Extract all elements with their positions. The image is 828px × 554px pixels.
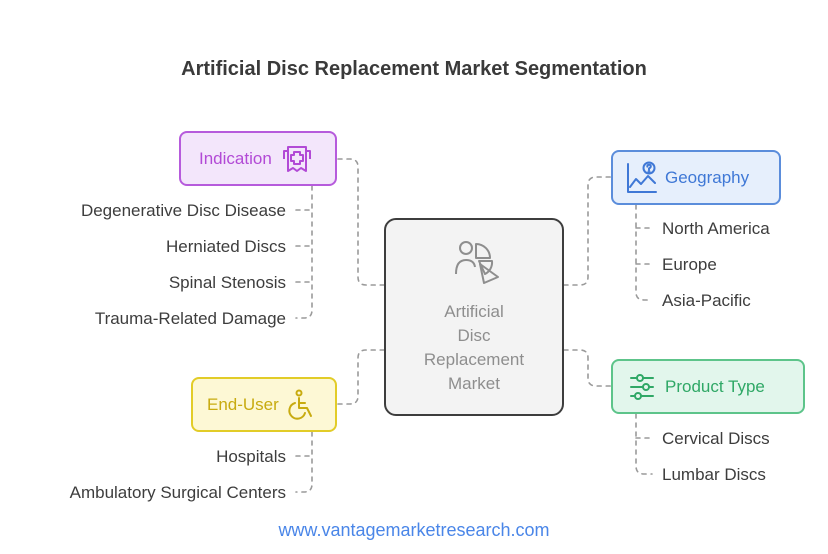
connector-enduser	[337, 349, 385, 405]
category-geography: Geography	[611, 150, 781, 205]
center-label: Artificial Disc Replacement Market	[423, 302, 525, 393]
product-type-item-2: Lumbar Discs	[662, 465, 766, 484]
category-end-user-label: End-User	[207, 394, 279, 414]
sliders-icon	[630, 373, 654, 400]
chart-question-icon	[627, 161, 657, 193]
geography-item-2: Europe	[662, 255, 717, 274]
footer-website: www.vantagemarketresearch.com	[278, 520, 550, 540]
geography-item-1: North America	[662, 219, 770, 238]
bracket-indication	[295, 185, 313, 319]
pie-chart-people-icon	[455, 241, 499, 284]
connector-product	[563, 349, 612, 387]
indication-item-1: Degenerative Disc Disease	[80, 201, 286, 220]
bracket-product	[635, 413, 653, 475]
bracket-enduser	[295, 431, 313, 493]
medical-document-icon	[282, 145, 311, 172]
connector-geography	[563, 176, 612, 286]
product-type-item-1: Cervical Discs	[662, 429, 770, 448]
bracket-geography	[635, 204, 653, 301]
category-indication-label: Indication	[199, 148, 272, 168]
connector-indication	[337, 158, 385, 286]
diagram-title: Artificial Disc Replacement Market Segme…	[181, 58, 647, 80]
category-product-type: Product Type	[611, 359, 805, 414]
geography-item-3: Asia-Pacific	[662, 291, 751, 310]
indication-item-2: Herniated Discs	[166, 237, 286, 256]
indication-item-4: Trauma-Related Damage	[94, 309, 286, 328]
end-user-item-2: Ambulatory Surgical Centers	[69, 483, 286, 502]
category-end-user: End-User	[191, 377, 337, 432]
wheelchair-icon	[288, 389, 312, 420]
end-user-item-1: Hospitals	[216, 447, 286, 466]
indication-item-3: Spinal Stenosis	[168, 273, 286, 292]
category-product-type-label: Product Type	[665, 376, 765, 396]
center-node: Artificial Disc Replacement Market	[384, 218, 564, 416]
category-indication: Indication	[179, 131, 337, 186]
category-geography-label: Geography	[665, 167, 750, 187]
